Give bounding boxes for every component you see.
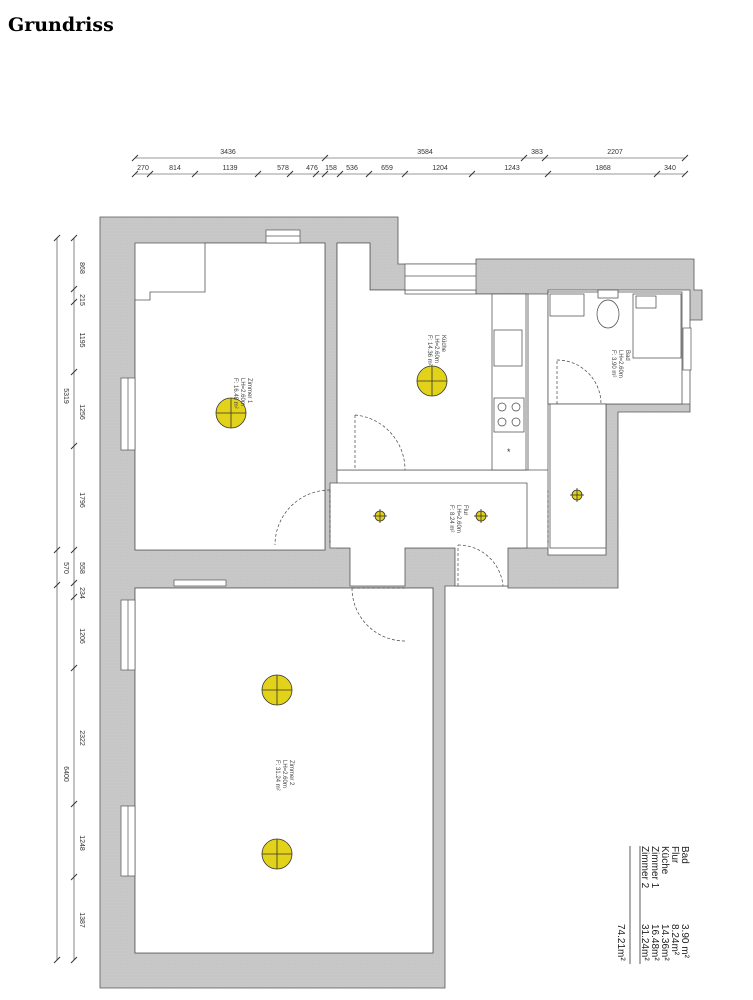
dim-label: 868 <box>78 262 85 274</box>
light-icon <box>570 488 584 502</box>
doors <box>274 359 602 642</box>
svg-text:F: 3.90 m²: F: 3.90 m² <box>610 350 616 377</box>
dim-label: 270 <box>137 165 149 172</box>
dim-label: 1243 <box>504 165 520 172</box>
door-flur-right <box>457 544 504 587</box>
svg-text:F: 16.48 m²: F: 16.48 m² <box>232 378 238 409</box>
light-icon <box>373 509 387 523</box>
dim-label: 383 <box>531 149 543 156</box>
svg-text:*: * <box>507 447 511 457</box>
dimensions-top: 3436 3584 383 2207 270 814 1139 578 476 … <box>131 149 689 178</box>
bath-sink <box>549 293 585 317</box>
window-bottom-zimmer1 <box>173 579 227 587</box>
dim-label: 1139 <box>222 165 237 172</box>
legend-name: Küche <box>659 846 670 875</box>
dim-label: 3436 <box>220 149 236 156</box>
legend-name: Zimmer 1 <box>649 846 660 889</box>
dim-label: 578 <box>277 165 289 172</box>
dim-label: 1387 <box>78 912 85 928</box>
legend-name: Flur <box>669 846 680 864</box>
svg-text:LH=2.60m: LH=2.60m <box>455 505 461 533</box>
ceiling-lights <box>215 365 584 870</box>
light-icon <box>261 838 293 870</box>
legend-name: Bad <box>679 846 690 864</box>
svg-text:F: 31.24 m²: F: 31.24 m² <box>274 760 280 791</box>
floor-corridor <box>549 403 607 549</box>
page-title: Grundriss <box>8 14 114 36</box>
dim-label: 1868 <box>595 165 611 172</box>
dim-label: 3584 <box>417 149 433 156</box>
svg-text:LH=2.60m: LH=2.60m <box>239 378 245 406</box>
svg-text:LH=2.60m: LH=2.60m <box>433 335 439 363</box>
legend-area: 31.24m² <box>639 924 650 961</box>
dim-label: 2322 <box>78 730 85 746</box>
label-flur: Flur LH=2.60m F: 8.24 m² <box>448 505 468 533</box>
floor-zimmer2 <box>134 587 434 954</box>
svg-text:Küche: Küche <box>440 335 446 353</box>
door-zimmer1 <box>274 489 331 546</box>
svg-text:Zimmer 2: Zimmer 2 <box>288 760 294 786</box>
door-zimmer2 <box>351 587 406 642</box>
windows <box>120 229 692 877</box>
svg-text:LH=2.60m: LH=2.60m <box>617 350 623 378</box>
light-icon <box>474 509 488 523</box>
toilet-icon <box>596 299 620 329</box>
legend-area: 16.48m² <box>649 924 660 961</box>
area-legend: Bad Flur Küche Zimmer 1 Zimmer 2 3.90 m²… <box>615 846 690 964</box>
floor-zimmer1 <box>134 242 326 551</box>
dim-label: 1195 <box>78 332 85 347</box>
floor-kueche <box>336 242 529 471</box>
fixtures: * <box>491 289 682 471</box>
dim-label: 1204 <box>432 165 448 172</box>
svg-text:F: 14.36 m²: F: 14.36 m² <box>426 335 432 366</box>
dim-label: 814 <box>169 165 181 172</box>
svg-text:F: 8.24 m²: F: 8.24 m² <box>448 505 454 532</box>
legend-name: Zimmer 2 <box>639 846 650 889</box>
label-kueche: Küche LH=2.60m F: 14.36 m² <box>426 335 446 366</box>
svg-text:Bad: Bad <box>624 350 630 361</box>
dim-label: 536 <box>346 165 358 172</box>
dim-label: 2207 <box>607 149 623 156</box>
window-top-kueche <box>404 263 477 291</box>
dim-label: 234 <box>78 587 85 599</box>
legend-area: 3.90 m² <box>679 924 690 959</box>
room-floors <box>134 242 683 954</box>
dim-label: 5319 <box>62 388 69 404</box>
dim-label: 476 <box>306 165 318 172</box>
dim-label: 659 <box>381 165 393 172</box>
kitchen-counter <box>491 293 527 471</box>
kitchen-sink <box>493 329 523 367</box>
kitchen-stove <box>493 397 525 433</box>
room-labels: Zimmer 1 LH=2.60m F: 16.48 m² Küche LH=2… <box>232 335 630 791</box>
svg-text:Zimmer 1: Zimmer 1 <box>246 378 252 404</box>
light-icon <box>261 674 293 706</box>
label-zimmer2: Zimmer 2 LH=2.60m F: 31.24 m² <box>274 760 294 791</box>
dim-label: 215 <box>78 294 85 306</box>
dim-label: 570 <box>62 562 69 574</box>
dim-label: 6400 <box>62 766 69 782</box>
light-icon <box>416 365 448 397</box>
dim-label: 340 <box>664 165 676 172</box>
door-bad <box>556 359 602 405</box>
light-icon <box>215 397 247 429</box>
svg-text:Flur: Flur <box>462 505 468 515</box>
dim-label: 158 <box>325 165 337 172</box>
dim-label: 558 <box>78 562 85 574</box>
legend-area: 8.24m² <box>669 924 680 956</box>
svg-text:LH=2.60m: LH=2.60m <box>281 760 287 788</box>
dim-label: 1256 <box>78 404 85 420</box>
dim-label: 1248 <box>78 835 85 851</box>
door-kueche <box>354 414 406 471</box>
label-zimmer1: Zimmer 1 LH=2.60m F: 16.48 m² <box>232 378 252 409</box>
window-right-bad <box>682 327 692 371</box>
dim-label: 1206 <box>78 628 85 644</box>
label-bad: Bad LH=2.60m F: 3.90 m² <box>610 350 630 378</box>
legend-total: 74.21m² <box>615 924 626 961</box>
legend-area: 14.36m² <box>659 924 670 961</box>
window-top-zimmer1 <box>265 229 301 244</box>
dimensions-left: 5319 570 6400 868 215 1195 1256 1796 558… <box>53 234 85 964</box>
floor-flur <box>329 482 528 587</box>
dim-label: 1796 <box>78 492 85 508</box>
